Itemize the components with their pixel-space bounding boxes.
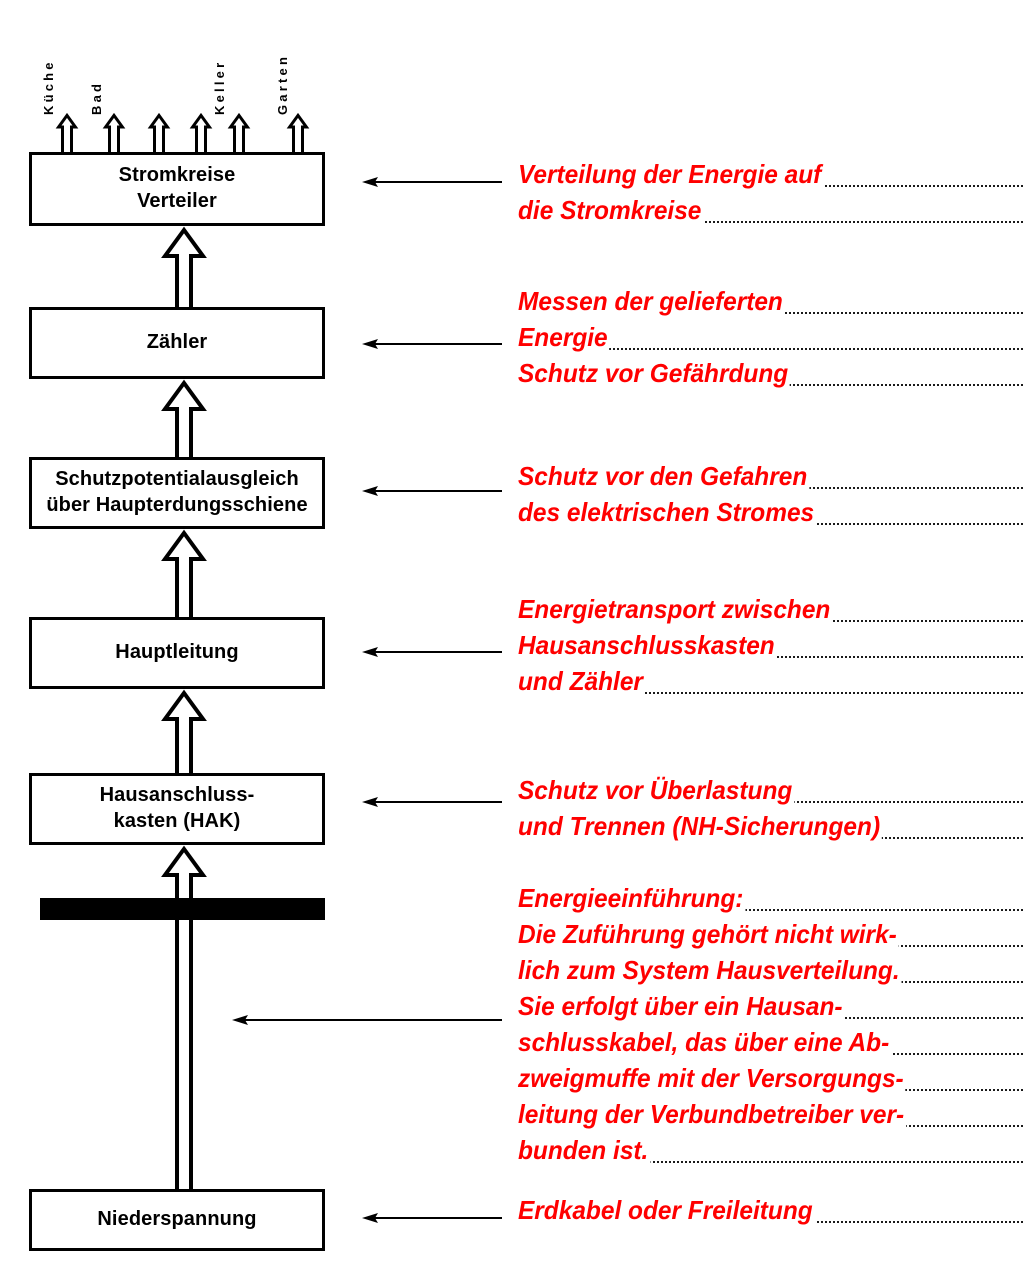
- node-schutzpotentialausgleich[interactable]: Schutzpotentialausgleich über Haupterdun…: [29, 457, 325, 529]
- outlet-arrow-5: [227, 112, 251, 156]
- annotation-line: Energie: [518, 319, 1023, 355]
- annotation-line: Verteilung der Energie auf: [518, 156, 1023, 192]
- annotation-line: Sie erfolgt über ein Hausan-: [518, 988, 1023, 1024]
- annotation-line: Energieeinführung:: [518, 880, 1023, 916]
- dotted-rule: [518, 348, 1023, 350]
- callout-arrow-stromkreise: [362, 175, 502, 189]
- node-hausanschlusskasten-label: Hausanschluss- kasten (HAK): [99, 784, 255, 832]
- callout-arrow-hak: [362, 795, 502, 809]
- annotation-line: zweigmuffe mit der Versorgungs-: [518, 1060, 1023, 1096]
- callout-arrow-zaehler: [362, 337, 502, 351]
- annotation-line: Energietransport zwischen: [518, 591, 1023, 627]
- annotation-line: bunden ist.: [518, 1132, 1023, 1168]
- annotation-niederspannung: Erdkabel oder Freileitung: [518, 1192, 1023, 1228]
- node-niederspannung[interactable]: Niederspannung: [29, 1189, 325, 1251]
- flow-arrow-hauptleitung-to-schutz: [160, 529, 208, 619]
- outlet-arrow-1: [55, 112, 79, 156]
- room-label-kueche: Küche: [41, 59, 56, 115]
- annotation-schutzpotentialausgleich: Schutz vor den Gefahren des elektrischen…: [518, 458, 1023, 530]
- node-zaehler-label: Zähler: [146, 331, 208, 354]
- flow-arrow-zaehler-to-stromkreise: [160, 226, 208, 308]
- flow-arrow-niederspannung-to-hak: [160, 845, 208, 1193]
- node-zaehler[interactable]: Zähler: [29, 307, 325, 379]
- annotation-line: schlusskabel, das über eine Ab-: [518, 1024, 1023, 1060]
- node-stromkreise-verteiler[interactable]: Stromkreise Verteiler: [29, 152, 325, 226]
- annotation-line: lich zum System Hausverteilung.: [518, 952, 1023, 988]
- dotted-rule: [518, 221, 1023, 223]
- node-hauptleitung-label: Hauptleitung: [115, 641, 239, 664]
- annotation-energieeinfuehrung: Energieeinführung: Die Zuführung gehört …: [518, 880, 1023, 1168]
- annotation-line: die Stromkreise: [518, 192, 1023, 228]
- annotation-line: Die Zuführung gehört nicht wirk-: [518, 916, 1023, 952]
- callout-arrow-energieeinfuehrung: [232, 1013, 502, 1027]
- room-label-garten: Garten: [275, 53, 290, 115]
- annotation-line: Hausanschlusskasten: [518, 627, 1023, 663]
- node-hausanschlusskasten[interactable]: Hausanschluss- kasten (HAK): [29, 773, 325, 845]
- annotation-stromkreise: Verteilung der Energie auf die Stromkrei…: [518, 156, 1023, 228]
- dotted-rule: [518, 909, 1023, 911]
- annotation-line: Schutz vor Überlastung: [518, 772, 1023, 808]
- node-hauptleitung[interactable]: Hauptleitung: [29, 617, 325, 689]
- building-wall-bar: [40, 898, 325, 920]
- outlet-arrow-2: [102, 112, 126, 156]
- dotted-rule: [518, 1161, 1023, 1163]
- dotted-rule: [518, 692, 1023, 694]
- callout-arrow-hauptleitung: [362, 645, 502, 659]
- callout-arrow-schutzpotentialausgleich: [362, 484, 502, 498]
- annotation-line: und Zähler: [518, 663, 1023, 699]
- annotation-zaehler: Messen der gelieferten Energie Schutz vo…: [518, 283, 1023, 391]
- room-label-keller: Keller: [212, 59, 227, 115]
- flow-arrow-hak-to-hauptleitung: [160, 689, 208, 775]
- annotation-hauptleitung: Energietransport zwischen Hausanschlussk…: [518, 591, 1023, 699]
- annotation-line: Erdkabel oder Freileitung: [518, 1192, 1023, 1228]
- annotation-hak: Schutz vor Überlastung und Trennen (NH-S…: [518, 772, 1023, 844]
- outlet-arrow-6: [286, 112, 310, 156]
- room-label-bad: Bad: [89, 80, 104, 115]
- outlet-arrow-4: [189, 112, 213, 156]
- annotation-line: des elektrischen Stromes: [518, 494, 1023, 530]
- annotation-line: und Trennen (NH-Sicherungen): [518, 808, 1023, 844]
- node-schutzpotentialausgleich-label: Schutzpotentialausgleich über Haupterdun…: [46, 468, 308, 516]
- node-stromkreise-verteiler-label: Stromkreise Verteiler: [118, 164, 236, 212]
- annotation-line: Messen der gelieferten: [518, 283, 1023, 319]
- outlet-arrow-3: [147, 112, 171, 156]
- node-niederspannung-label: Niederspannung: [97, 1208, 257, 1231]
- annotation-line: Schutz vor Gefährdung: [518, 355, 1023, 391]
- flow-arrow-schutz-to-zaehler: [160, 379, 208, 459]
- annotation-line: leitung der Verbundbetreiber ver-: [518, 1096, 1023, 1132]
- callout-arrow-niederspannung: [362, 1211, 502, 1225]
- annotation-line: Schutz vor den Gefahren: [518, 458, 1023, 494]
